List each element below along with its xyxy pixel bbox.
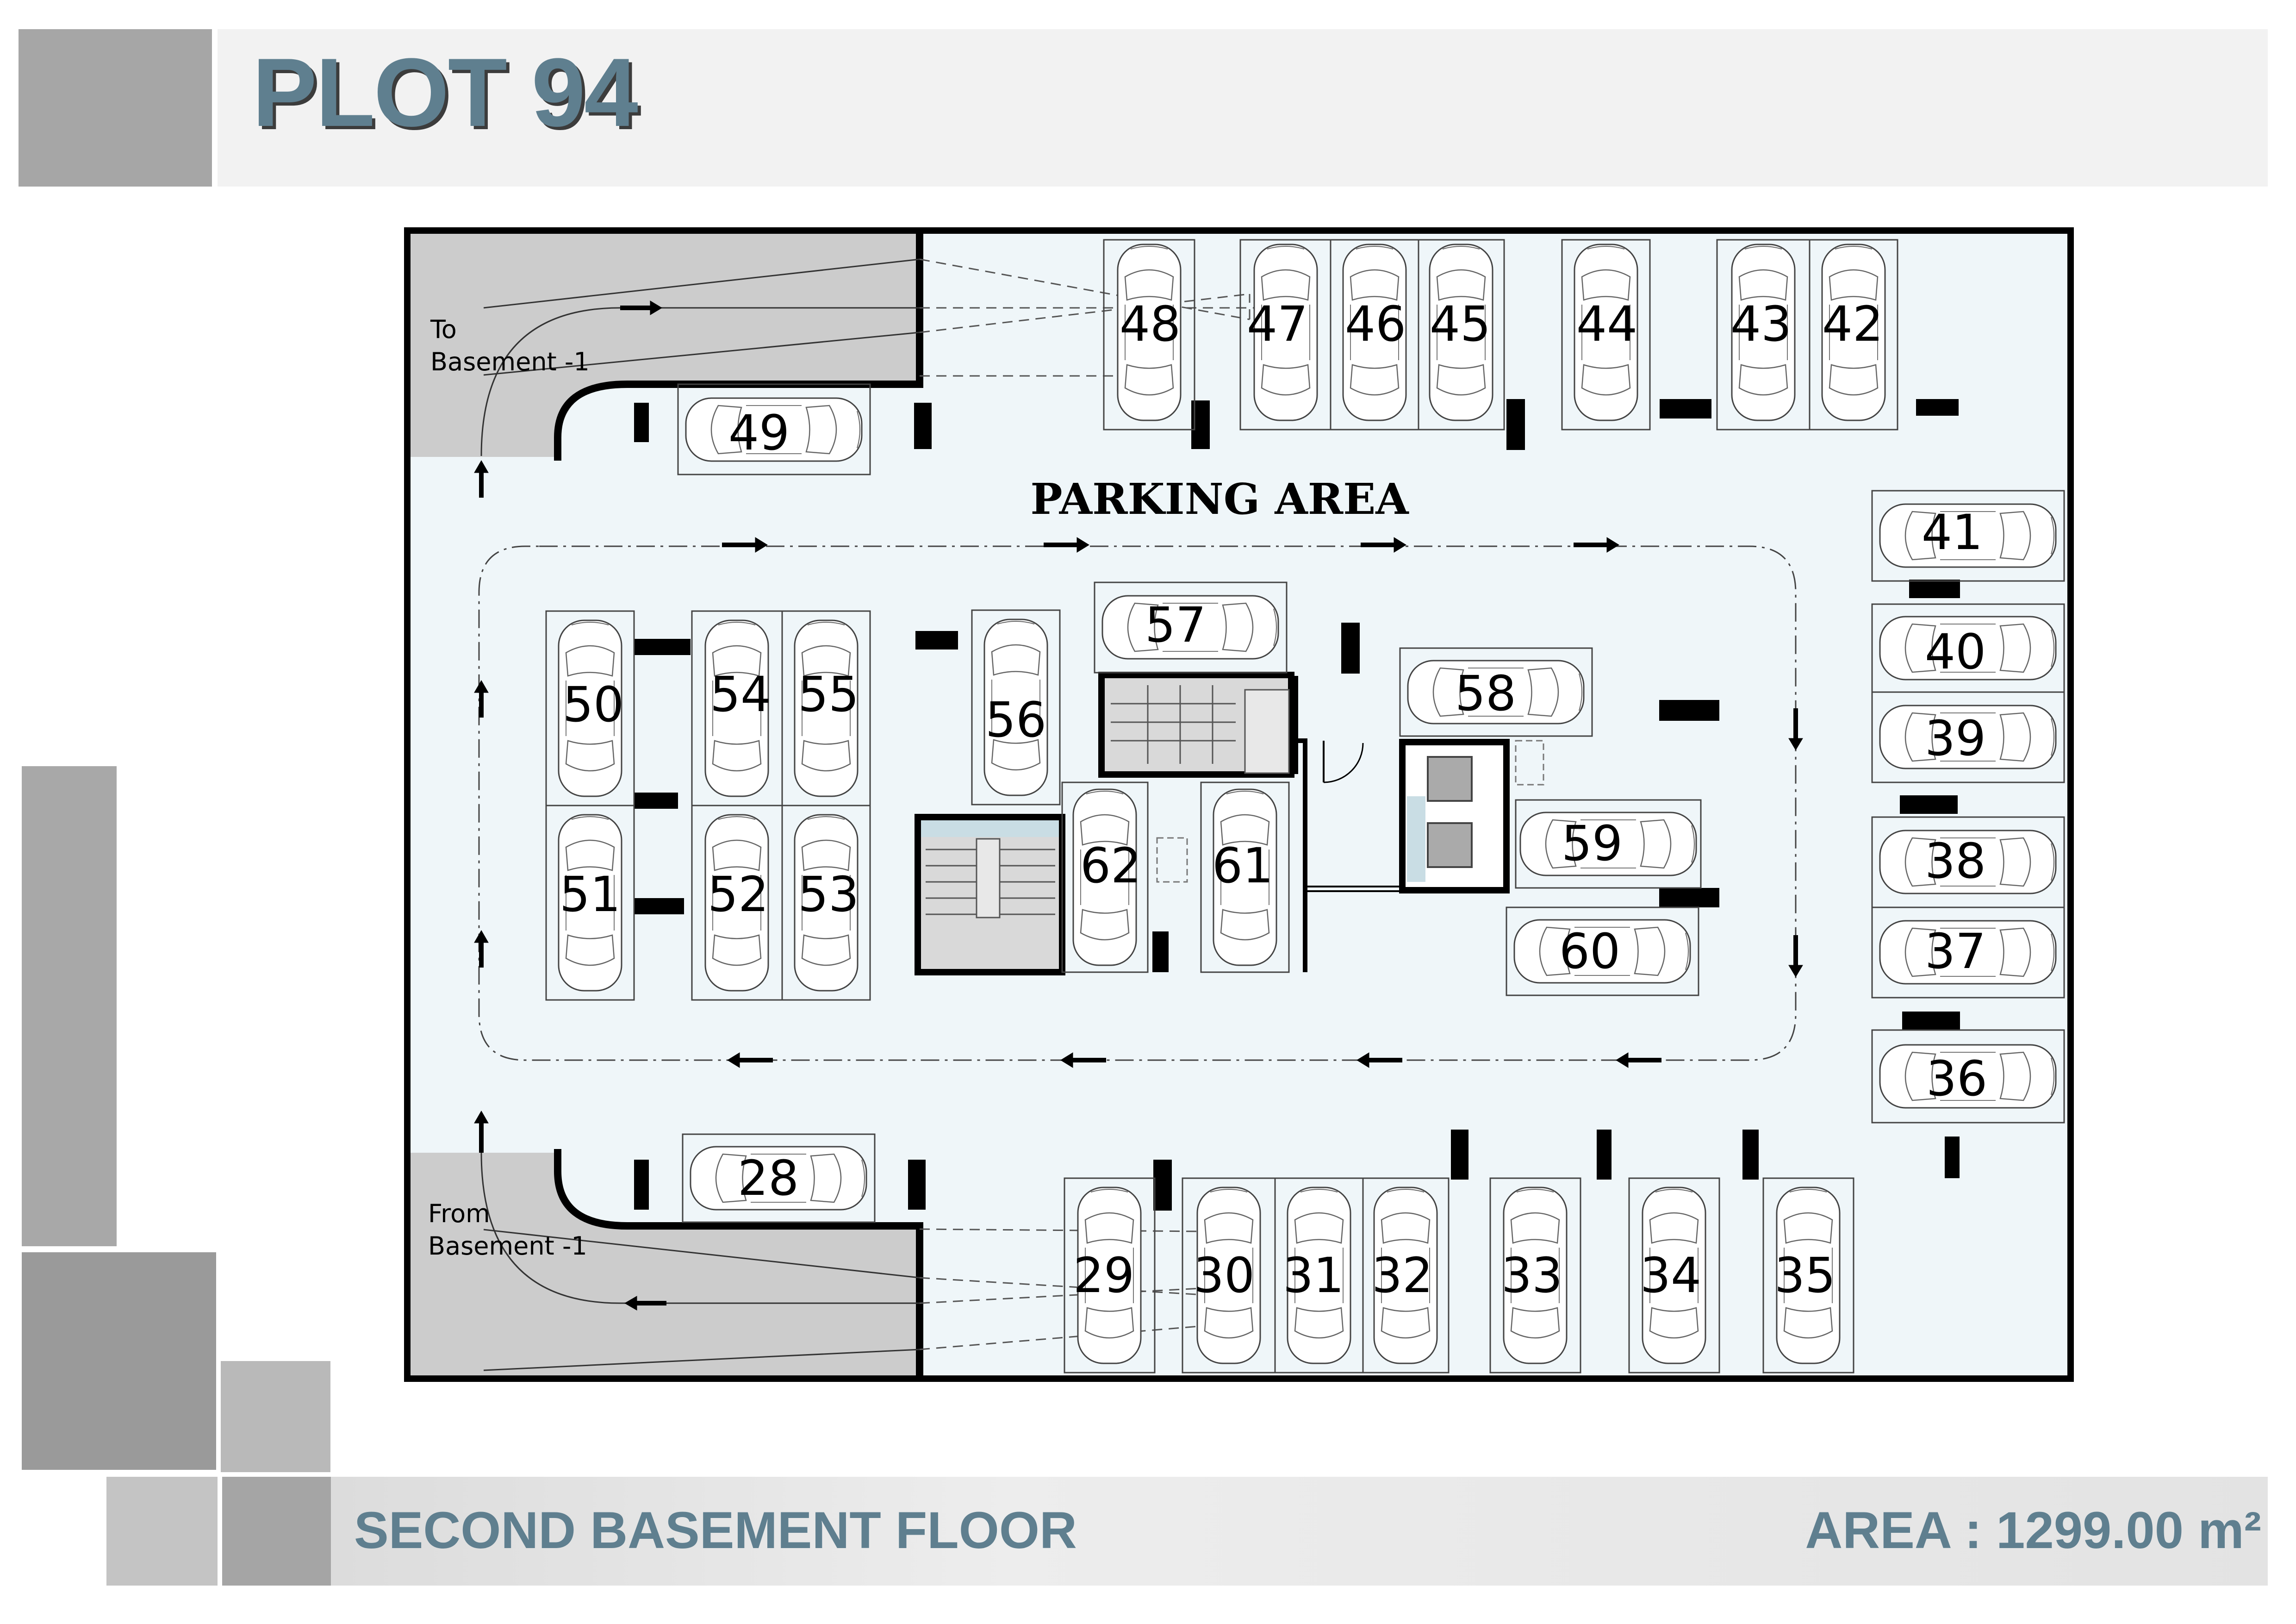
slot-numbers: 28 29 30 31 32 33 34 35 36 37 38 39 40 4… [560,296,1987,1304]
elevator-core [1156,739,1544,893]
stair-core-left [915,814,1065,975]
slot-35: 35 [1774,1247,1836,1304]
stair-core-center [1098,672,1407,972]
ramp-dashed-lines [919,258,1273,1350]
ramp-bottom-label-line2: Basement -1 [428,1231,587,1261]
ramp-guides [480,258,920,1371]
slot-52: 52 [708,866,769,923]
floor-name: SECOND BASEMENT FLOOR [354,1501,1077,1559]
slot-42: 42 [1822,296,1883,352]
footer-band [331,1477,2268,1586]
slot-59: 59 [1562,815,1623,872]
slot-38: 38 [1925,833,1986,889]
decor-block [22,1252,216,1470]
slot-61: 61 [1212,837,1273,894]
slot-56: 56 [985,692,1046,748]
slot-34: 34 [1640,1247,1701,1304]
decor-block [22,766,117,1246]
slot-46: 46 [1345,296,1406,352]
slot-62: 62 [1080,837,1141,894]
slot-54: 54 [710,666,771,723]
slot-40: 40 [1925,624,1986,680]
ramp-top-label-line2: Basement -1 [430,347,590,376]
slot-32: 32 [1372,1247,1433,1304]
slot-55: 55 [798,666,859,723]
slot-43: 43 [1730,296,1792,352]
slot-47: 47 [1247,296,1308,352]
slot-44: 44 [1576,296,1637,352]
ramp-bottom-label-line1: From [428,1199,490,1228]
slot-29: 29 [1073,1247,1134,1304]
walls [404,227,2074,1382]
header-band [218,29,2268,187]
slot-30: 30 [1194,1247,1255,1304]
floor-area: AREA : 1299.00 m² [1805,1501,2261,1559]
decor-block [222,1477,331,1586]
slot-39: 39 [1925,710,1986,767]
slot-57: 57 [1145,597,1206,653]
slot-60: 60 [1559,923,1620,980]
slot-45: 45 [1430,296,1491,352]
slot-53: 53 [798,866,859,923]
plot-title: PLOT 94 [252,38,638,147]
traffic-arrows [474,300,1803,1311]
parking-bays [545,239,2065,1374]
ramp-top-label-line1: To [430,315,457,344]
slot-28: 28 [738,1150,799,1206]
slot-37: 37 [1925,923,1986,980]
slot-48: 48 [1120,296,1181,352]
columns [634,399,1960,1211]
slot-58: 58 [1455,665,1516,722]
slot-41: 41 [1922,504,1983,561]
decor-block [221,1361,330,1472]
slot-31: 31 [1283,1247,1344,1304]
parking-area-label: PARKING AREA [1030,474,1409,524]
slot-33: 33 [1501,1247,1562,1304]
header-accent-square [19,29,212,187]
decor-block [106,1477,218,1586]
slot-51: 51 [560,866,621,923]
slot-36: 36 [1926,1050,1987,1107]
slot-49: 49 [728,405,790,461]
slot-50: 50 [563,676,624,733]
